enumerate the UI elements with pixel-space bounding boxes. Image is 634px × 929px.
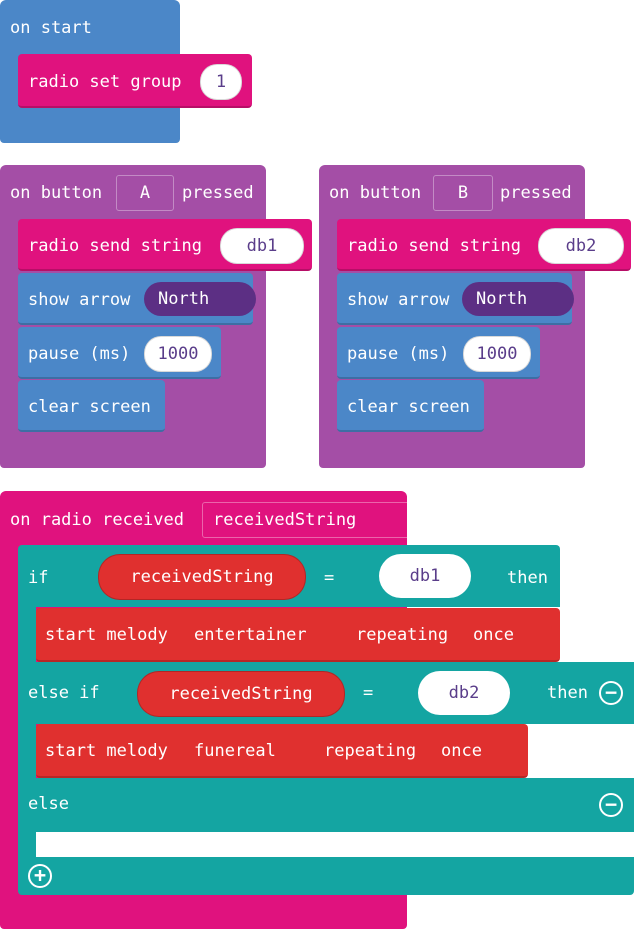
start-melody-block[interactable]: start melody entertainer repeating once bbox=[36, 608, 560, 662]
on-button-b-block[interactable]: on button B pressed radio send string db… bbox=[319, 165, 631, 468]
radio-send-string-block[interactable]: radio send string db2 bbox=[337, 219, 631, 271]
start-melody-block[interactable]: start melody funereal repeating once bbox=[36, 724, 528, 778]
on-radio-received-label: on radio received bbox=[10, 510, 184, 530]
on-start-label: on start bbox=[10, 18, 92, 38]
minus-circle-icon[interactable]: − bbox=[599, 681, 623, 705]
pressed-label: pressed bbox=[500, 183, 572, 203]
group-number-input[interactable]: 1 bbox=[200, 64, 242, 100]
else-keyword: else bbox=[28, 794, 69, 814]
pause-label: pause (ms) bbox=[28, 344, 131, 364]
pause-ms-input[interactable]: 1000 bbox=[463, 336, 531, 372]
send-string-input[interactable]: db2 bbox=[538, 228, 624, 264]
else-body-left-bar bbox=[18, 832, 36, 858]
pressed-label: pressed bbox=[182, 183, 254, 203]
arrow-direction-dropdown[interactable]: North bbox=[144, 282, 256, 316]
repeating-label: repeating bbox=[324, 741, 417, 761]
show-arrow-label: show arrow bbox=[28, 290, 131, 310]
button-a-dropdown[interactable]: A bbox=[116, 175, 174, 211]
repeat-dropdown[interactable]: once bbox=[473, 625, 514, 645]
start-melody-label: start melody bbox=[45, 741, 168, 761]
repeating-label: repeating bbox=[356, 625, 449, 645]
send-string-input[interactable]: db1 bbox=[220, 228, 304, 264]
on-start-block[interactable]: on start radio set group 1 bbox=[0, 0, 252, 143]
melody-dropdown[interactable]: funereal bbox=[194, 741, 276, 761]
radio-send-string-block[interactable]: radio send string db1 bbox=[18, 219, 312, 271]
clear-screen-block[interactable]: clear screen bbox=[18, 380, 165, 432]
if-else-block[interactable]: if receivedString = db1 then bbox=[18, 545, 560, 607]
pause-block[interactable]: pause (ms) 1000 bbox=[337, 327, 540, 379]
clear-screen-block[interactable]: clear screen bbox=[337, 380, 484, 432]
radio-send-string-label: radio send string bbox=[347, 236, 521, 256]
show-arrow-block[interactable]: show arrow North bbox=[18, 273, 256, 325]
else-row[interactable]: else − bbox=[18, 778, 634, 832]
on-button-label: on button bbox=[10, 183, 103, 203]
button-b-dropdown[interactable]: B bbox=[433, 175, 493, 211]
radio-send-string-label: radio send string bbox=[28, 236, 202, 256]
else-if-keyword: else if bbox=[28, 683, 100, 703]
received-string-variable[interactable]: receivedString bbox=[98, 554, 306, 600]
equals-operator[interactable]: = bbox=[324, 568, 335, 588]
then-keyword: then bbox=[507, 568, 548, 588]
on-button-label: on button bbox=[329, 183, 422, 203]
compare-value-input[interactable]: db2 bbox=[418, 671, 510, 715]
minus-circle-icon[interactable]: − bbox=[599, 793, 623, 817]
show-arrow-label: show arrow bbox=[347, 290, 450, 310]
else-if-row[interactable]: else if receivedString = db2 then − bbox=[18, 662, 634, 724]
else-if-body-left-bar bbox=[18, 724, 36, 778]
if-keyword: if bbox=[28, 568, 49, 588]
if-else-footer: + bbox=[18, 857, 634, 895]
melody-dropdown[interactable]: entertainer bbox=[194, 625, 307, 645]
start-melody-label: start melody bbox=[45, 625, 168, 645]
then-keyword: then bbox=[547, 683, 588, 703]
equals-operator[interactable]: = bbox=[363, 683, 374, 703]
radio-set-group-label: radio set group bbox=[28, 72, 182, 92]
pause-ms-input[interactable]: 1000 bbox=[144, 336, 212, 372]
compare-value-input[interactable]: db1 bbox=[379, 554, 471, 598]
if-body-left-bar bbox=[18, 607, 36, 663]
else-empty-slot[interactable] bbox=[36, 832, 634, 858]
pause-label: pause (ms) bbox=[347, 344, 450, 364]
show-arrow-block[interactable]: show arrow North bbox=[337, 273, 574, 325]
radio-set-group-block[interactable]: radio set group 1 bbox=[18, 54, 252, 108]
plus-circle-icon[interactable]: + bbox=[28, 864, 52, 888]
arrow-direction-dropdown[interactable]: North bbox=[462, 282, 574, 316]
clear-screen-label: clear screen bbox=[28, 397, 151, 417]
repeat-dropdown[interactable]: once bbox=[441, 741, 482, 761]
received-string-variable[interactable]: receivedString bbox=[137, 671, 345, 717]
received-string-param[interactable]: receivedString bbox=[202, 502, 410, 538]
on-button-a-block[interactable]: on button A pressed radio send string db… bbox=[0, 165, 312, 468]
clear-screen-label: clear screen bbox=[347, 397, 470, 417]
pause-block[interactable]: pause (ms) 1000 bbox=[18, 327, 221, 379]
